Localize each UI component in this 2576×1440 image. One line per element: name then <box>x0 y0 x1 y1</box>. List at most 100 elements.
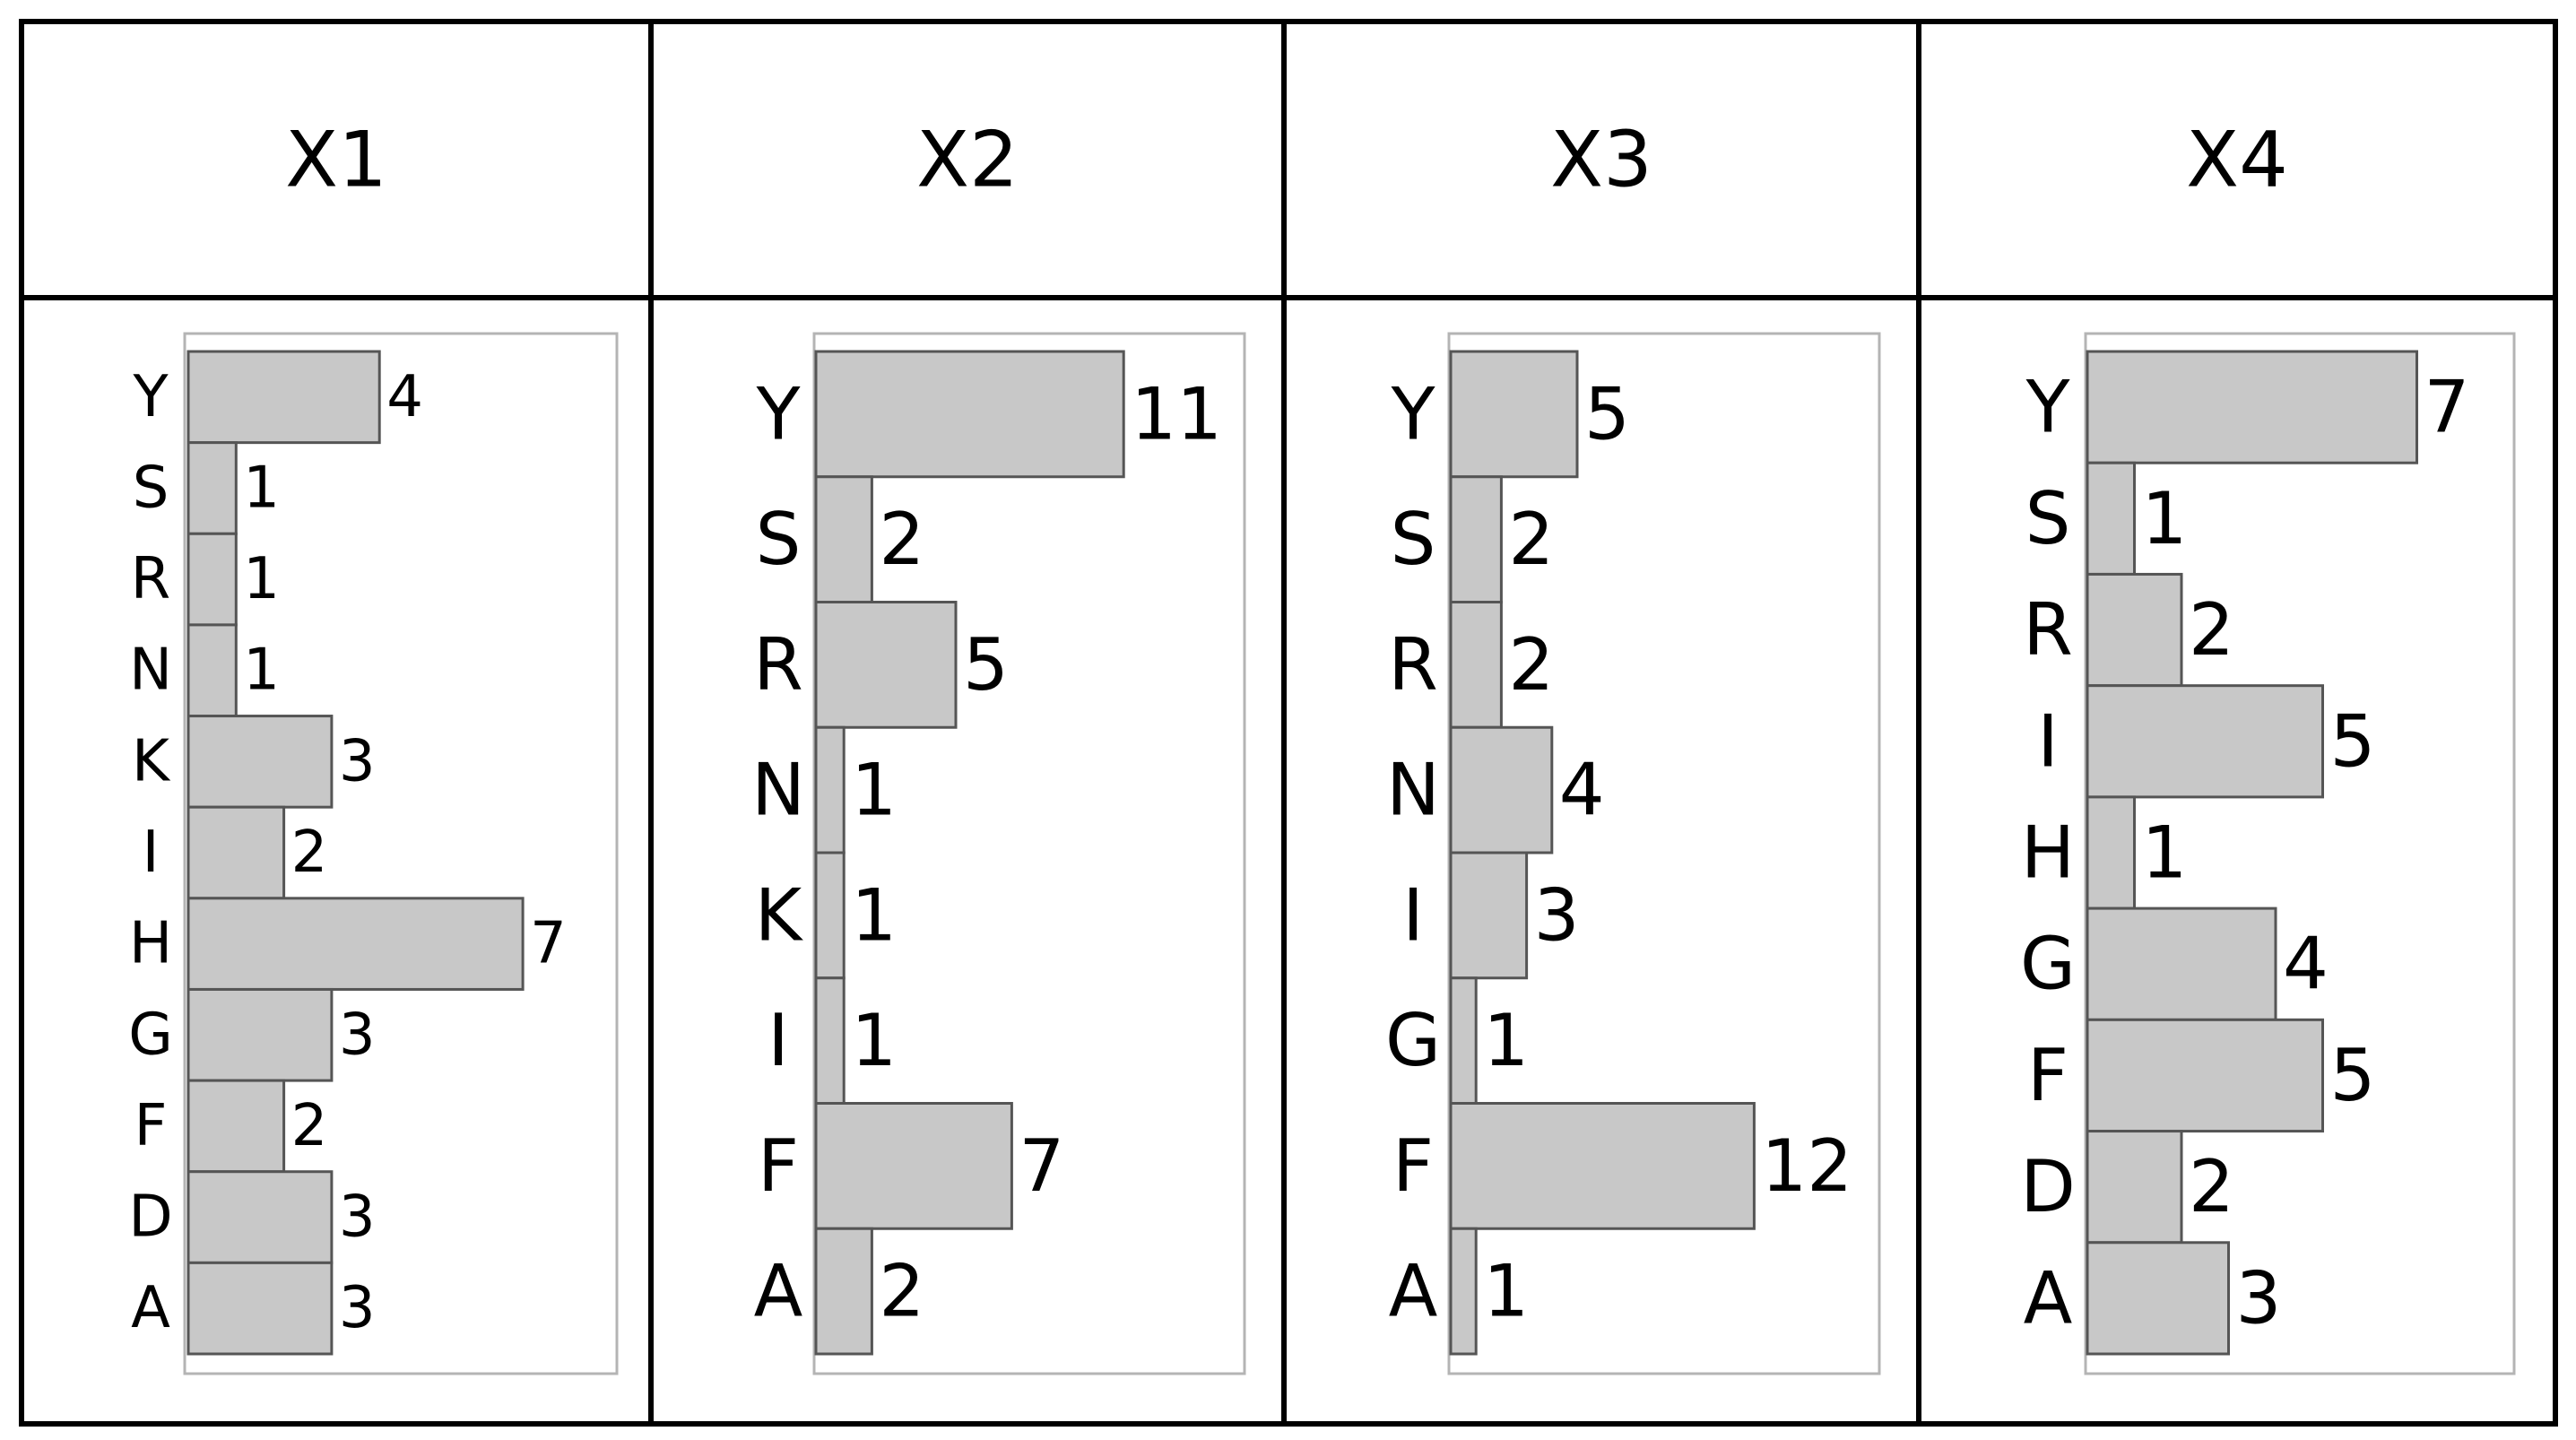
category-label-f: F <box>758 1124 799 1208</box>
value-label-f: 5 <box>2330 1034 2376 1117</box>
bar-r <box>186 532 238 627</box>
bar-n <box>186 623 238 718</box>
bar-f <box>814 1102 1013 1230</box>
category-label-s: S <box>1391 498 1436 581</box>
bar-h <box>2086 795 2136 910</box>
category-label-a: A <box>1389 1250 1438 1333</box>
bar-n <box>1449 725 1554 854</box>
bar-d <box>186 1170 334 1264</box>
bar-h <box>186 897 525 991</box>
value-label-i: 5 <box>2330 699 2376 783</box>
category-label-i: I <box>768 999 789 1082</box>
plot-frame <box>2084 332 2516 1375</box>
category-label-i: I <box>143 820 160 886</box>
bar-f <box>186 1079 286 1174</box>
header-x1: X1 <box>285 115 387 204</box>
category-label-y: Y <box>756 372 802 455</box>
bar-a <box>2086 1241 2230 1356</box>
plot-frame <box>812 332 1246 1375</box>
category-label-g: G <box>128 1002 173 1068</box>
category-label-r: R <box>131 546 170 612</box>
category-label-n: N <box>1386 749 1440 832</box>
category-label-r: R <box>753 623 803 707</box>
category-label-y: Y <box>2025 366 2071 449</box>
category-label-n: N <box>129 638 172 704</box>
category-label-k: K <box>132 728 171 794</box>
category-label-k: K <box>755 873 804 957</box>
bar-f <box>2086 1018 2324 1133</box>
header-x2: X2 <box>916 115 1019 204</box>
value-label-y: 7 <box>2424 366 2470 449</box>
value-label-y: 5 <box>1584 372 1630 455</box>
bar-a <box>814 1227 873 1356</box>
value-label-g: 4 <box>2283 923 2329 1006</box>
bar-i <box>1449 851 1529 980</box>
bar-s <box>186 441 238 535</box>
bar-i <box>2086 684 2324 799</box>
value-label-f: 12 <box>1761 1124 1852 1208</box>
header-x4: X4 <box>2186 115 2288 204</box>
bar-y <box>186 350 381 445</box>
category-label-n: N <box>751 749 805 832</box>
value-label-g: 3 <box>339 1002 376 1068</box>
category-label-y: Y <box>132 364 169 430</box>
value-label-y: 11 <box>1131 372 1222 455</box>
bar-y <box>1449 350 1579 479</box>
bar-s <box>1449 475 1503 603</box>
bar-s <box>2086 461 2136 576</box>
table-outer-border <box>19 19 2558 1427</box>
category-label-h: H <box>129 911 172 977</box>
bar-i <box>814 976 846 1105</box>
value-label-a: 2 <box>879 1250 924 1333</box>
category-label-y: Y <box>1391 372 1436 455</box>
value-label-s: 2 <box>879 498 924 581</box>
value-label-g: 1 <box>1483 999 1529 1082</box>
header-x3: X3 <box>1550 115 1652 204</box>
category-label-s: S <box>756 498 802 581</box>
value-label-r: 1 <box>243 546 280 612</box>
category-label-h: H <box>2021 811 2075 895</box>
bar-r <box>1449 601 1503 729</box>
category-label-s: S <box>133 455 169 521</box>
value-label-n: 1 <box>851 749 897 832</box>
bar-g <box>186 987 334 1082</box>
bar-i <box>186 805 286 900</box>
bar-k <box>814 851 846 980</box>
bar-d <box>2086 1130 2183 1245</box>
value-label-i: 1 <box>851 999 897 1082</box>
value-label-f: 7 <box>1019 1124 1064 1208</box>
value-label-d: 3 <box>339 1184 376 1251</box>
bar-n <box>814 725 846 854</box>
bar-g <box>1449 976 1478 1105</box>
category-label-f: F <box>1392 1124 1434 1208</box>
value-label-r: 2 <box>2189 588 2234 672</box>
value-label-d: 2 <box>2189 1145 2234 1228</box>
value-label-s: 1 <box>2142 477 2188 560</box>
category-label-i: I <box>2037 699 2059 783</box>
bar-f <box>1449 1102 1756 1230</box>
category-label-s: S <box>2025 477 2071 560</box>
value-label-h: 7 <box>530 911 567 977</box>
value-label-a: 3 <box>339 1275 376 1341</box>
category-label-r: R <box>1388 623 1438 707</box>
value-label-s: 1 <box>243 455 280 521</box>
table-grid <box>19 19 2558 1427</box>
category-label-f: F <box>2027 1034 2069 1117</box>
value-label-n: 4 <box>1559 749 1605 832</box>
plot-frame <box>1447 332 1881 1375</box>
value-label-f: 2 <box>291 1093 328 1159</box>
bar-r <box>814 601 958 729</box>
bar-y <box>814 350 1125 479</box>
category-label-a: A <box>2024 1256 2073 1340</box>
value-label-r: 5 <box>963 623 1009 707</box>
category-label-d: D <box>2020 1145 2076 1228</box>
value-label-h: 1 <box>2142 811 2188 895</box>
header-row: X1 X2 X3 X4 <box>285 115 2288 204</box>
category-label-d: D <box>128 1184 172 1251</box>
bar-a <box>1449 1227 1478 1356</box>
bar-s <box>814 475 873 603</box>
